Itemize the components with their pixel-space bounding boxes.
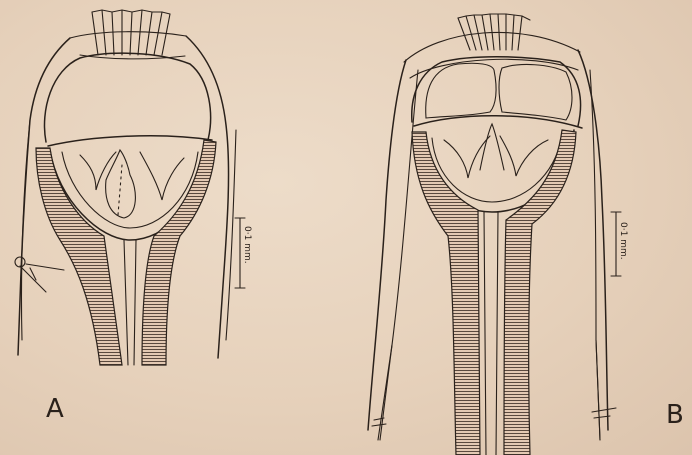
specimen-b-oesophagus-right [504,130,576,455]
panel-label-b: B [666,402,684,428]
specimen-a-oesophagus-right [142,140,216,365]
scale-bar-b-label: 0·1 mm. [618,222,628,260]
specimen-a [15,10,245,365]
specimen-a-cervical-papilla [15,257,64,292]
specimen-b-dorsal-plate-right [499,65,572,120]
specimen-b-body-wall-right [578,50,608,430]
specimen-b-cuticle-right [590,70,600,440]
specimen-b-lumen [484,212,498,455]
specimen-b [368,14,621,455]
panel-label-a: A [46,396,64,422]
scale-bar-a-label: 0·1 mm. [242,226,252,264]
specimen-b-capsule-rim [414,116,582,128]
specimen-b-oesophagus-left [412,132,480,455]
specimen-b-cuticle-left [378,70,418,440]
specimen-b-inner-lancets [444,124,548,178]
specimen-a-capsule-rim [48,136,212,146]
specimen-a-inner-lancets [80,150,184,218]
specimen-b-body-wall-left [368,60,406,430]
specimen-a-lumen [124,240,136,365]
specimen-a-cuticle-right [226,130,236,340]
specimen-a-buccal-capsule [44,53,210,142]
specimen-a-cuticle-left [21,120,30,340]
specimen-b-dorsal-plate-left [426,63,496,118]
specimen-a-leaf-crown [70,10,186,59]
specimen-a-oesophagus-left [36,148,122,365]
